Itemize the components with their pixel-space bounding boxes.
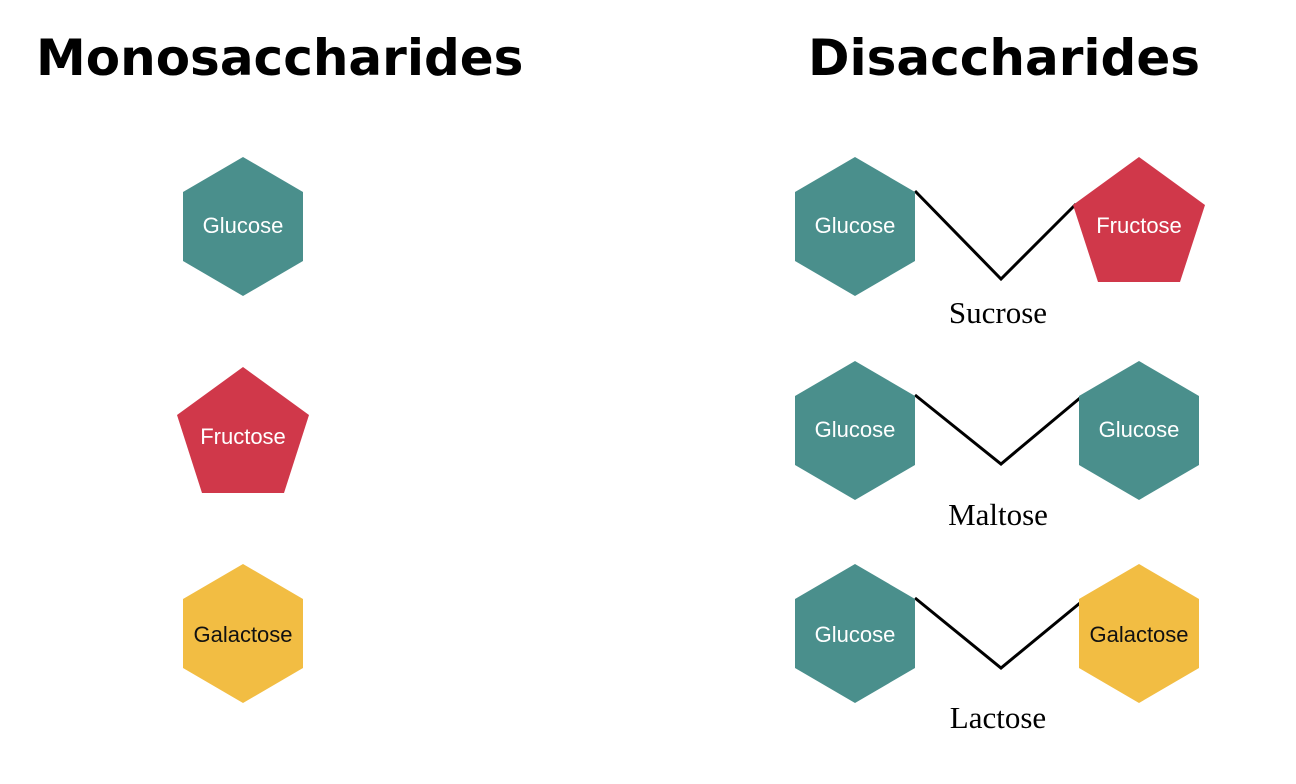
disaccharides-heading: Disaccharides [808,29,1200,87]
monosaccharide-fructose: Fructose [177,367,309,493]
monosaccharide-galactose: Galactose [183,564,303,703]
shape-label: Fructose [200,424,286,449]
shape-label: Fructose [1096,213,1182,238]
hexagon-shape [795,157,915,296]
glycosidic-bond-line [914,393,1081,466]
shape-label: Glucose [1099,417,1180,442]
disaccharide-name: Sucrose [949,295,1047,330]
hexagon-shape [1079,361,1199,500]
pentagon-shape [177,367,309,493]
shape-label: Glucose [203,213,284,238]
disaccharide-name: Maltose [948,497,1048,532]
hexagon-shape [183,157,303,296]
shape-label: Glucose [815,213,896,238]
hexagon-shape [795,564,915,703]
hexagon-shape [183,564,303,703]
glycosidic-bond-line [914,596,1081,670]
disaccharide-sucrose: Glucose Fructose Sucrose [795,157,1205,330]
monosaccharide-glucose: Glucose [183,157,303,296]
hexagon-shape [1079,564,1199,703]
disaccharide-lactose: Glucose Galactose Lactose [795,564,1199,735]
hexagon-shape [795,361,915,500]
glycosidic-bond-line [913,189,1078,282]
monosaccharides-heading: Monosaccharides [36,29,523,87]
disaccharide-maltose: Glucose Glucose Maltose [795,361,1199,532]
shape-label: Galactose [1089,622,1188,647]
disaccharide-name: Lactose [950,700,1046,735]
shape-label: Galactose [193,622,292,647]
pentagon-shape [1073,157,1205,282]
shape-label: Glucose [815,622,896,647]
shape-label: Glucose [815,417,896,442]
